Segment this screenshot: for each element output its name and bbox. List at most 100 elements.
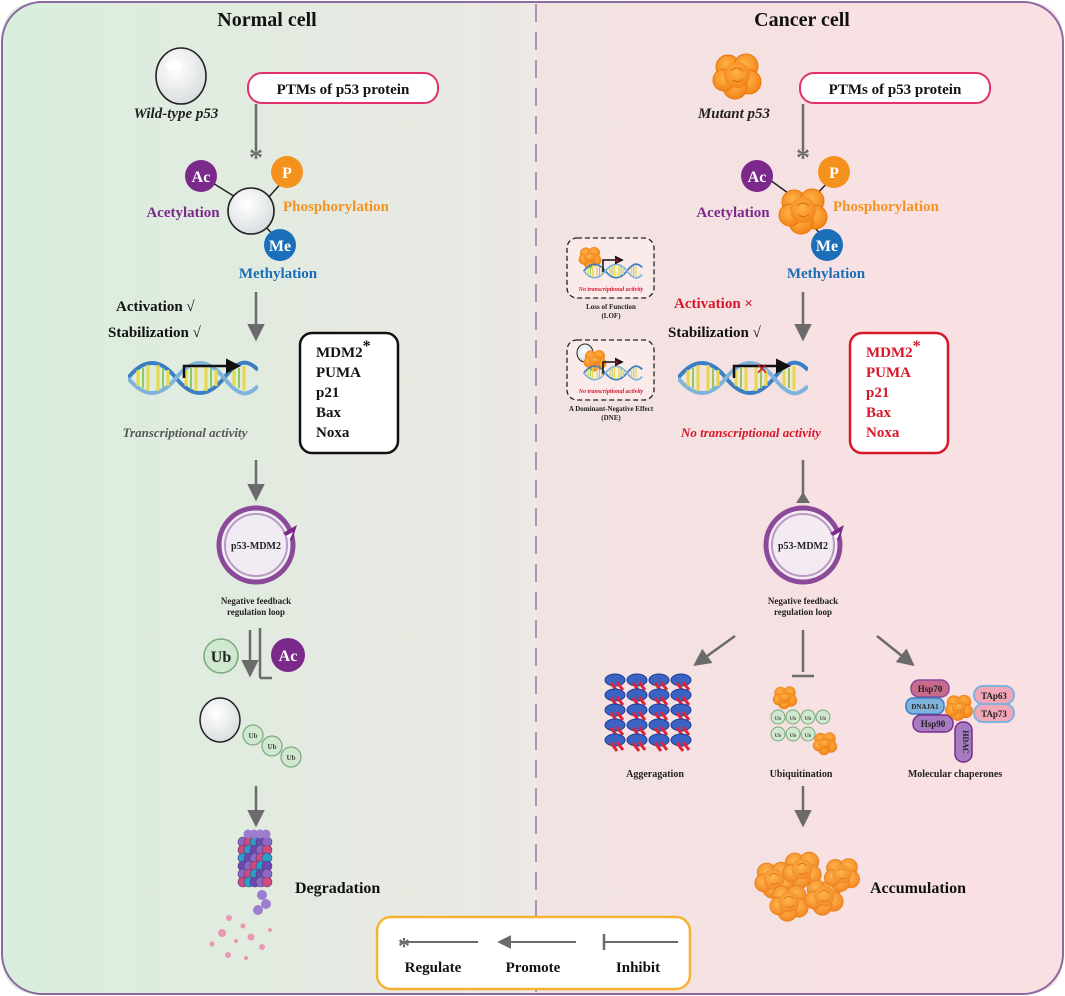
cancer-activation: Activation × bbox=[674, 296, 753, 312]
svg-text:Ub: Ub bbox=[820, 717, 827, 722]
cancer-p-icon bbox=[818, 156, 850, 188]
aggregation-icon bbox=[604, 673, 692, 752]
cancer-regulate-star: * bbox=[796, 143, 810, 174]
cancer-me-icon bbox=[811, 229, 843, 261]
svg-text:Ub: Ub bbox=[249, 732, 258, 740]
ubiquitination-icon: Ub Ub Ub Ub Ub Ub Ub bbox=[770, 686, 838, 756]
legend-box bbox=[375, 915, 692, 991]
normal-p53-center-icon bbox=[227, 187, 275, 235]
wildtype-label: Wild-type p53 bbox=[134, 106, 219, 122]
normal-ptm-text: PTMs of p53 protein bbox=[277, 82, 410, 98]
svg-text:TAp63: TAp63 bbox=[981, 691, 1007, 701]
normal-ub-chain: Ub Ub Ub bbox=[242, 724, 302, 768]
svg-text:Hsp70: Hsp70 bbox=[918, 684, 943, 694]
svg-text:Ub: Ub bbox=[211, 649, 232, 666]
normal-target-p21: p21 bbox=[316, 385, 339, 401]
normal-panel bbox=[2, 2, 536, 994]
accumulation-label: Accumulation bbox=[870, 880, 966, 897]
cancer-acetylation: Acetylation bbox=[696, 205, 770, 221]
cancer-target-puma: PUMA bbox=[866, 365, 911, 381]
svg-text:A Dominant-Negative Effect: A Dominant-Negative Effect bbox=[569, 405, 654, 413]
svg-text:Ub: Ub bbox=[790, 717, 797, 722]
svg-text:Ub: Ub bbox=[287, 754, 296, 762]
svg-text:Ub: Ub bbox=[805, 717, 812, 722]
aggregation-label: Aggeragation bbox=[626, 769, 684, 780]
legend-inhibit: Inhibit bbox=[616, 960, 660, 976]
normal-target-puma: PUMA bbox=[316, 365, 361, 381]
normal-title: Normal cell bbox=[217, 9, 317, 31]
cancer-phosphorylation: Phosphorylation bbox=[833, 199, 940, 215]
normal-me-icon bbox=[264, 229, 296, 261]
svg-text:Negative feedback: Negative feedback bbox=[221, 596, 291, 606]
svg-text:Me: Me bbox=[816, 238, 838, 255]
cancer-stabilization: Stabilization √ bbox=[668, 325, 762, 341]
normal-target-noxa: Noxa bbox=[316, 425, 350, 441]
normal-activation: Activation √ bbox=[116, 299, 195, 315]
svg-text:Loss of Function: Loss of Function bbox=[586, 303, 636, 311]
svg-text:P: P bbox=[282, 165, 292, 182]
normal-dna-caption: Transcriptional activity bbox=[123, 425, 248, 440]
cancer-targets-box bbox=[848, 331, 950, 455]
svg-text:Ub: Ub bbox=[775, 717, 782, 722]
svg-text:Ac: Ac bbox=[192, 169, 211, 186]
svg-text:Ub: Ub bbox=[790, 734, 797, 739]
normal-loop-label: p53-MDM2 bbox=[231, 541, 281, 552]
normal-acetylation: Acetylation bbox=[146, 205, 220, 221]
svg-text:×: × bbox=[614, 358, 620, 369]
cancer-title: Cancer cell bbox=[754, 9, 850, 31]
svg-text:regulation loop: regulation loop bbox=[774, 607, 832, 617]
legend-promote: Promote bbox=[506, 960, 561, 976]
svg-text:Ac: Ac bbox=[279, 648, 298, 665]
chaperones-label: Molecular chaperones bbox=[908, 769, 1002, 780]
cancer-dna-caption: No transcriptional activity bbox=[680, 425, 821, 440]
normal-phosphorylation: Phosphorylation bbox=[283, 199, 390, 215]
svg-text:×: × bbox=[614, 256, 620, 267]
cancer-ptm-box bbox=[799, 72, 991, 104]
svg-text:Ub: Ub bbox=[775, 734, 782, 739]
normal-p-icon bbox=[271, 156, 303, 188]
cancer-target-bax: Bax bbox=[866, 405, 892, 421]
normal-ub-p53-icon bbox=[199, 697, 241, 743]
degradation-label: Degradation bbox=[295, 880, 380, 897]
svg-text:DNAJA1: DNAJA1 bbox=[911, 703, 939, 711]
legend-regulate-star: * bbox=[398, 934, 410, 960]
cancer-methylation: Methylation bbox=[787, 266, 866, 282]
cancer-loop-label: p53-MDM2 bbox=[778, 541, 828, 552]
svg-text:(DNE): (DNE) bbox=[601, 414, 621, 422]
cancer-target-noxa: Noxa bbox=[866, 425, 900, 441]
proteasome-icon bbox=[209, 829, 273, 960]
normal-targets-box bbox=[298, 331, 400, 455]
normal-methylation: Methylation bbox=[239, 266, 318, 282]
svg-text:HDAC: HDAC bbox=[961, 730, 970, 754]
svg-text:Negative feedback: Negative feedback bbox=[768, 596, 838, 606]
svg-text:Hsp90: Hsp90 bbox=[921, 719, 946, 729]
normal-ptm-box bbox=[247, 72, 439, 104]
svg-text:(LOF): (LOF) bbox=[601, 312, 621, 320]
svg-text:No transcriptional activity: No transcriptional activity bbox=[578, 287, 644, 293]
ubiquitination-label: Ubiquitination bbox=[770, 769, 833, 780]
cancer-ptm-text: PTMs of p53 protein bbox=[829, 82, 962, 98]
normal-ub-icon bbox=[203, 638, 239, 674]
normal-ac-icon bbox=[185, 160, 217, 192]
normal-ac2-icon bbox=[271, 638, 305, 672]
svg-text:Me: Me bbox=[269, 238, 291, 255]
svg-text:No transcriptional activity: No transcriptional activity bbox=[578, 389, 644, 395]
cancer-target-p21: p21 bbox=[866, 385, 889, 401]
normal-loop-icon bbox=[216, 505, 297, 585]
normal-target-bax: Bax bbox=[316, 405, 342, 421]
cancer-ac-icon bbox=[741, 160, 773, 192]
cancer-loop-icon bbox=[763, 505, 844, 585]
wildtype-p53-icon bbox=[155, 47, 207, 105]
normal-regulate-star: * bbox=[249, 143, 263, 174]
chaperones-icon: Hsp70 DNAJA1 Hsp90 HDAC TAp63 TAp73 bbox=[905, 679, 1015, 763]
svg-text:Ub: Ub bbox=[805, 734, 812, 739]
mutant-label: Mutant p53 bbox=[697, 106, 771, 122]
svg-text:Ub: Ub bbox=[268, 743, 277, 751]
svg-text:regulation loop: regulation loop bbox=[227, 607, 285, 617]
cancer-dna-cross: × bbox=[756, 356, 769, 381]
normal-stabilization: Stabilization √ bbox=[108, 325, 202, 341]
svg-text:Ac: Ac bbox=[748, 169, 767, 186]
